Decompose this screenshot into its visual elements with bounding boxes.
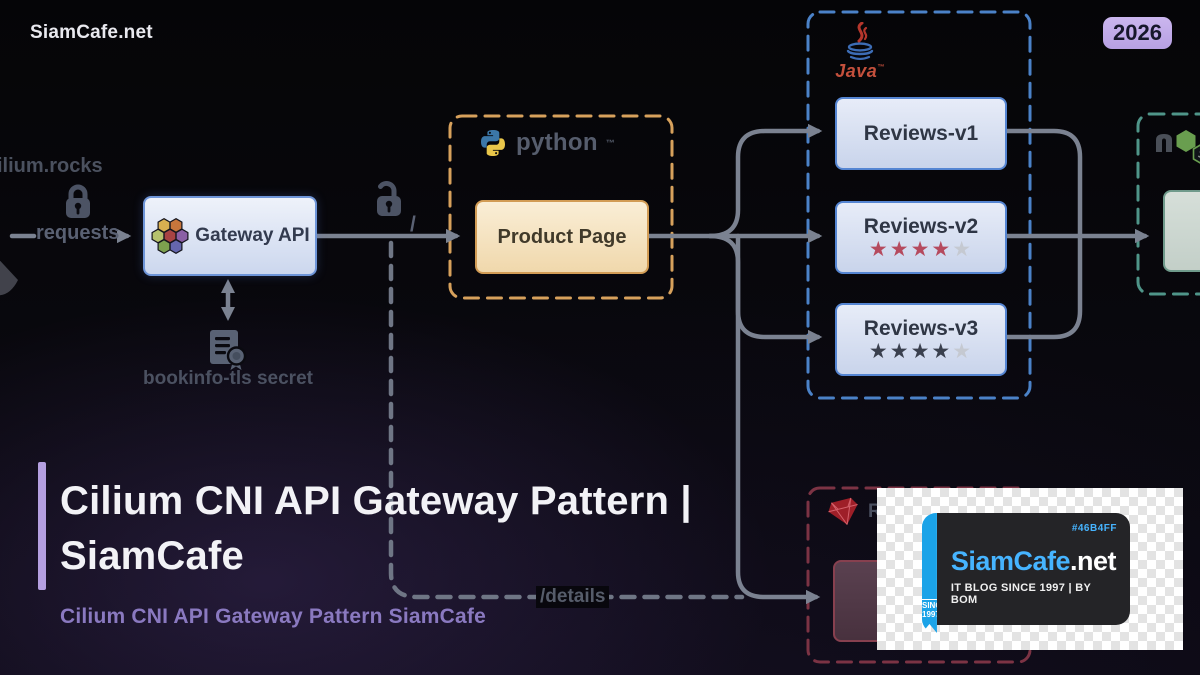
brand-color-code: #46B4FF [1071,523,1117,534]
title-accent-bar [38,462,46,590]
reviews-v3-label: Reviews-v3 [863,316,979,340]
nodejs-js-label: JS [1198,151,1200,160]
page-subtitle: Cilium CNI API Gateway Pattern SiamCafe [60,605,486,628]
java-trademark: ™ [877,64,885,71]
reviews-v1-label: Reviews-v1 [863,121,979,145]
edge-reviews-v1-merge [1000,128,1083,239]
edge-pp-to-reviews-v3 [707,233,823,345]
gateway-api-label: Gateway API [195,225,310,246]
reviews-v3-node: Reviews-v3 ★★★★★ [835,303,1007,376]
certificate-icon [208,328,250,372]
ratings-node [1163,190,1200,272]
edge-artifact-shape [0,260,18,296]
gateway-api-node: Gateway API [143,196,317,276]
productpage-label: Product Page [497,225,627,248]
year-badge: 2026 [1103,17,1172,49]
java-runtime: Java™ [830,22,890,80]
secret-label: bookinfo-tls secret [143,368,313,389]
logo-dark-panel: #46B4FF SiamCafe.net IT BLOG SINCE 1997 … [936,513,1130,625]
brand-name: SiamCafe.net [950,546,1117,576]
site-brand: SiamCafe.net [30,22,153,43]
reviews-v3-stars: ★★★★★ [868,340,974,364]
python-runtime: python ™ [478,128,615,158]
route-details-label: /details [536,586,610,608]
requests-label: requests [36,222,120,244]
closed-lock-icon [60,182,96,222]
ruby-gem-icon [825,495,863,530]
domain-label: ilium.rocks [0,155,103,177]
arrowhead-down [221,307,235,321]
python-icon [478,128,508,158]
edge-reviews-v3-merge [1000,233,1083,340]
edge-pp-to-reviews-v1 [707,123,823,239]
arrowhead-up [221,279,235,293]
python-label: python [516,129,598,156]
java-icon [846,22,874,61]
python-group-border [448,114,674,300]
java-group-border [806,10,1032,400]
open-lock-icon [368,178,408,220]
page-title: Cilium CNI API Gateway Pattern | SiamCaf… [60,479,692,579]
reviews-v2-label: Reviews-v2 [863,214,979,238]
reviews-v2-node: Reviews-v2 ★★★★★ [835,201,1007,274]
java-label: Java [835,61,878,81]
python-trademark: ™ [605,138,615,148]
nodejs-n-icon [1156,134,1172,152]
nodejs-js-hexagon-icon [1192,144,1200,164]
cilium-hexagons-icon [150,217,190,255]
reviews-v2-stars: ★★★★★ [868,238,974,262]
edge-details-route-dashed [388,240,745,600]
route-root-label: / [410,213,416,236]
reviews-v1-node: Reviews-v1 [835,97,1007,170]
nodejs-hexagon-icon [1176,130,1196,152]
productpage-node: Product Page [475,200,649,274]
brand-tagline: IT BLOG SINCE 1997 | BY BOM [950,581,1091,606]
nodejs-runtime: JS [1152,128,1200,174]
edge-pp-to-details [735,233,821,605]
